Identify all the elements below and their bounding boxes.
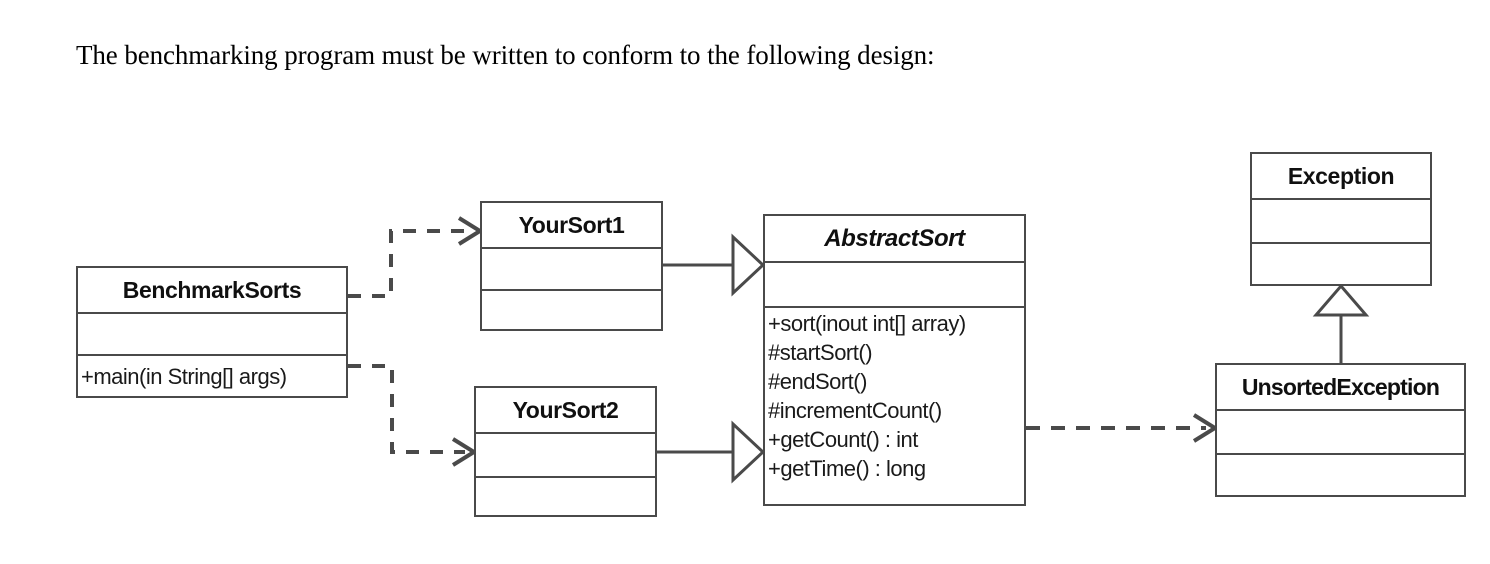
operation-getcount: +getCount() : int — [768, 427, 918, 452]
class-operations-exception — [1252, 244, 1430, 284]
class-name-unsortedexception: UnsortedException — [1217, 365, 1464, 411]
class-name-benchmarksorts: BenchmarkSorts — [78, 268, 346, 314]
dependency-abstractsort-unsortedexception — [1026, 413, 1219, 443]
class-attributes-yoursort2 — [476, 434, 655, 478]
class-operations-benchmarksorts: +main(in String[] args) — [78, 356, 346, 396]
generalization-yoursort1-abstractsort — [663, 233, 766, 297]
dependency-benchmarksorts-yoursort1 — [348, 216, 484, 298]
class-attributes-yoursort1 — [482, 249, 661, 291]
operation-sort: +sort(inout int[] array) — [768, 311, 966, 336]
operation-incrementcount: #incrementCount() — [768, 398, 942, 423]
class-operations-yoursort2 — [476, 478, 655, 515]
dependency-benchmarksorts-yoursort2 — [348, 364, 478, 467]
class-attributes-abstractsort — [765, 263, 1024, 308]
class-attributes-benchmarksorts — [78, 314, 346, 356]
operation-endsort: #endSort() — [768, 369, 867, 394]
class-attributes-exception — [1252, 200, 1430, 244]
uml-class-yoursort1[interactable]: YourSort1 — [480, 201, 663, 331]
operation-main: +main(in String[] args) — [81, 363, 287, 389]
class-operations-abstractsort: +sort(inout int[] array) #startSort() #e… — [765, 308, 1024, 504]
intro-paragraph: The benchmarking program must be written… — [76, 40, 935, 70]
uml-class-benchmarksorts[interactable]: BenchmarkSorts +main(in String[] args) — [76, 266, 348, 398]
uml-class-exception[interactable]: Exception — [1250, 152, 1432, 286]
class-attributes-unsortedexception — [1217, 411, 1464, 455]
operation-startsort: #startSort() — [768, 340, 873, 365]
operation-gettime: +getTime() : long — [768, 456, 926, 481]
class-operations-unsortedexception — [1217, 455, 1464, 495]
class-name-yoursort1: YourSort1 — [482, 203, 661, 249]
class-operations-yoursort1 — [482, 291, 661, 329]
generalization-unsortedexception-exception — [1312, 283, 1370, 363]
class-name-abstractsort: AbstractSort — [765, 216, 1024, 263]
uml-class-abstractsort[interactable]: AbstractSort +sort(inout int[] array) #s… — [763, 214, 1026, 506]
class-name-yoursort2: YourSort2 — [476, 388, 655, 434]
generalization-yoursort2-abstractsort — [657, 420, 766, 484]
class-name-exception: Exception — [1252, 154, 1430, 200]
uml-class-yoursort2[interactable]: YourSort2 — [474, 386, 657, 517]
uml-class-unsortedexception[interactable]: UnsortedException — [1215, 363, 1466, 497]
